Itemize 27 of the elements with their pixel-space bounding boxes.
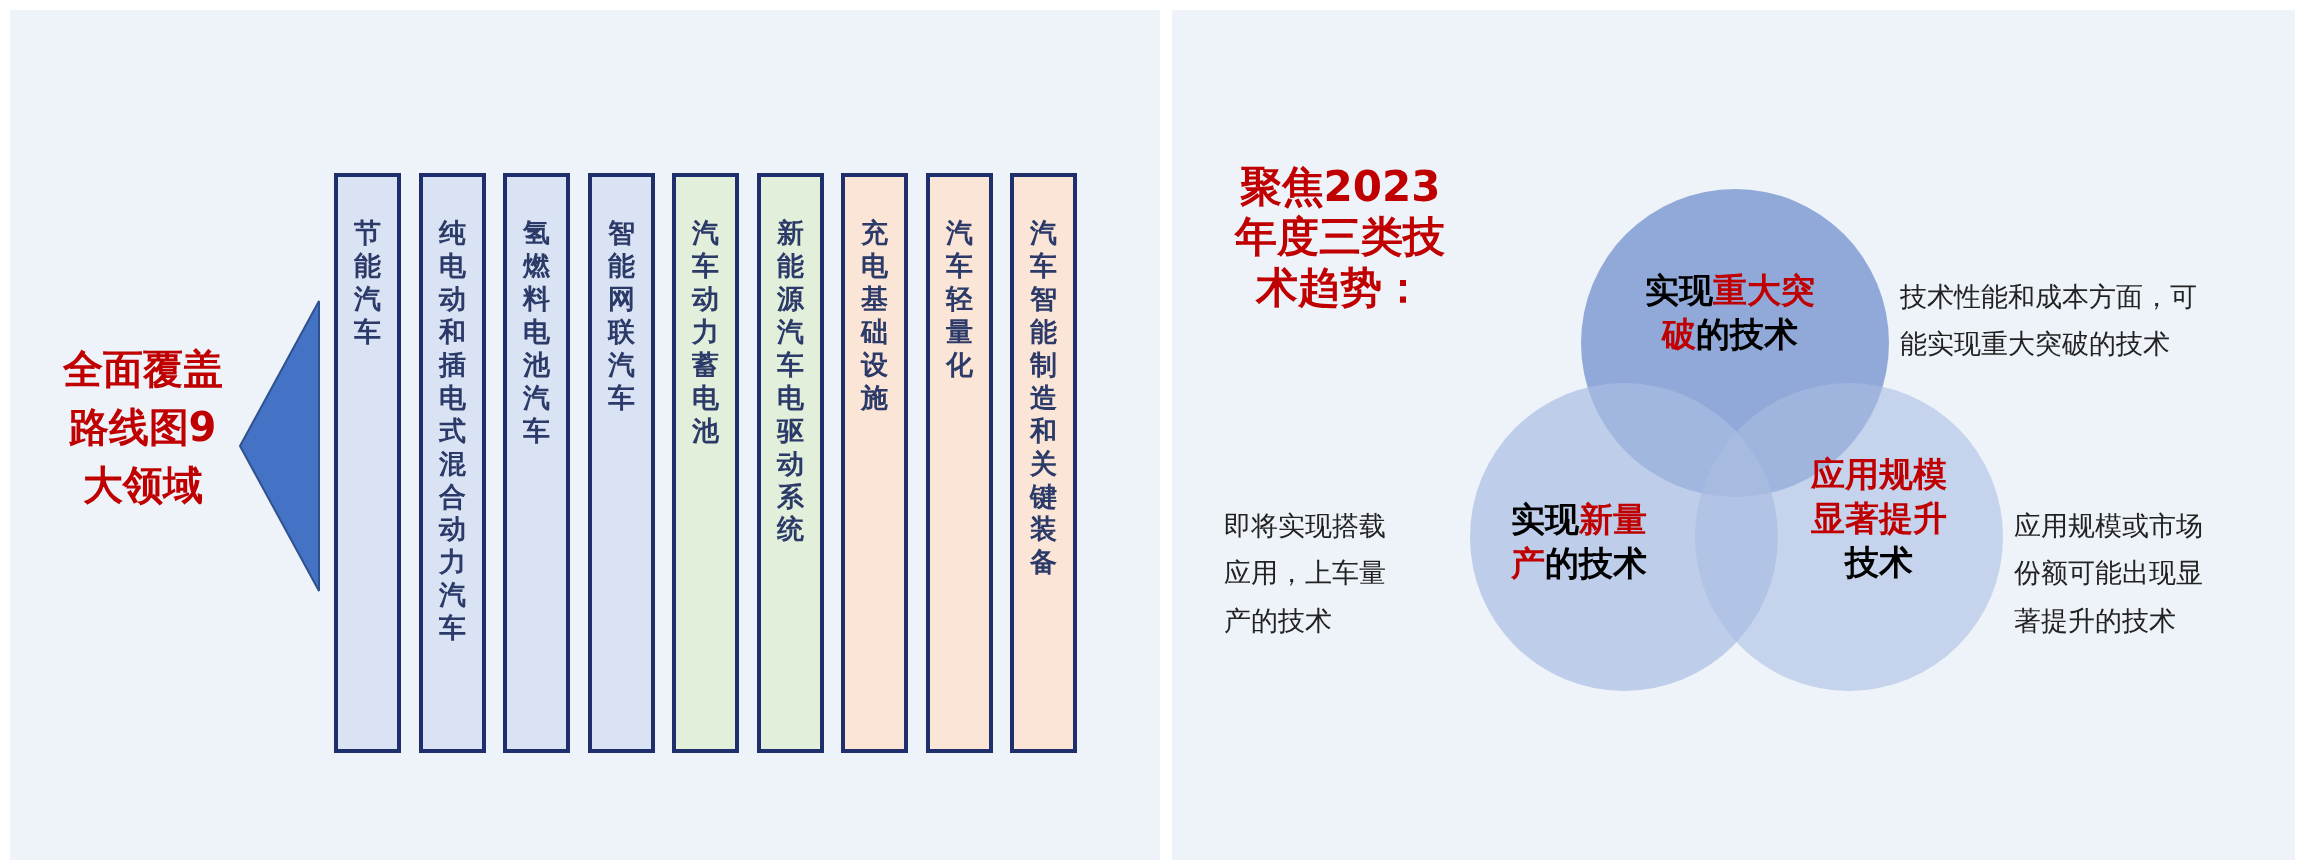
category-label: 氢燃料电池汽车 (522, 217, 551, 448)
heading-text: 全面覆盖路线图9大领域 (55, 340, 230, 514)
category-box (841, 173, 908, 753)
category-box (925, 173, 993, 753)
category-label: 汽车轻量化 (945, 217, 973, 382)
description-text: 应用规模或市场份额可能出现显著提升的技术 (2014, 509, 2204, 638)
category-label: 汽车智能制造和关键装备 (1029, 217, 1058, 580)
description-text: 即将实现搭载应用，上车量产的技术 (1224, 509, 1387, 638)
category-label: 纯电动和插电式混合动力汽车 (438, 217, 466, 646)
category-box (334, 173, 401, 753)
circle-label: 应用规模显著提升技术 (1810, 453, 1948, 585)
category-label: 智能网联汽车 (607, 217, 635, 415)
category-label: 节能汽车 (353, 217, 382, 349)
category-box (1010, 173, 1077, 753)
description-text: 技术性能和成本方面，可能实现重大突破的技术 (1900, 280, 2198, 362)
category-box (587, 173, 655, 753)
circle-label: 实现重大突破的技术 (1644, 269, 1816, 357)
category-label: 汽车动力蓄电池 (691, 217, 720, 448)
bracket-triangle (238, 300, 320, 592)
category-label: 新能源汽车电驱动系统 (776, 217, 804, 547)
heading-text: 聚焦2023年度三类技术趋势： (1233, 162, 1446, 314)
category-box (503, 173, 570, 753)
category-box (418, 173, 486, 753)
category-box (756, 173, 824, 753)
category-box (672, 173, 739, 753)
circle-label: 实现新量产的技术 (1510, 498, 1648, 586)
category-label: 充电基础设施 (860, 217, 889, 415)
